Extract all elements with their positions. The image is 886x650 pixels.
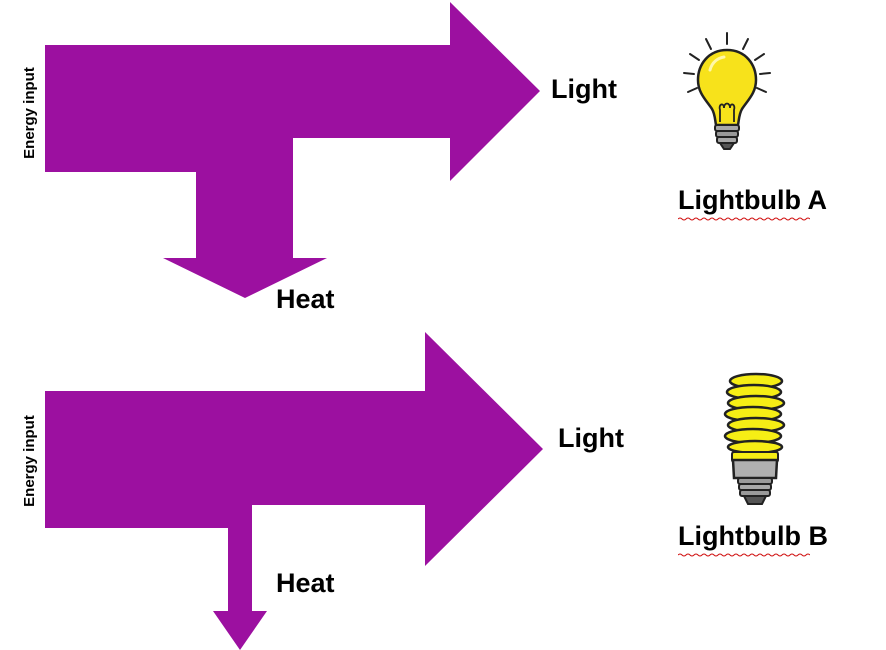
- cfl-spiral-bulb-icon: [723, 372, 786, 505]
- spellcheck-underline-b: [678, 553, 810, 557]
- light-label-a: Light: [551, 74, 617, 104]
- sankey-diagram-b: [45, 332, 543, 650]
- energy-input-label-b: Energy input: [21, 415, 38, 507]
- spellcheck-underline-a: [678, 217, 810, 221]
- sankey-diagram-a: [45, 2, 540, 298]
- energy-input-label-a: Energy input: [21, 67, 38, 159]
- heat-label-b: Heat: [276, 568, 335, 598]
- light-label-b: Light: [558, 423, 624, 453]
- energy-arrow-a: [45, 2, 540, 298]
- lightbulb-b-label: Lightbulb B: [678, 521, 828, 551]
- energy-arrow-b: [45, 332, 543, 650]
- lightbulb-a-label: Lightbulb A: [678, 185, 827, 215]
- incandescent-bulb-icon: [683, 32, 771, 150]
- heat-label-a: Heat: [276, 284, 335, 314]
